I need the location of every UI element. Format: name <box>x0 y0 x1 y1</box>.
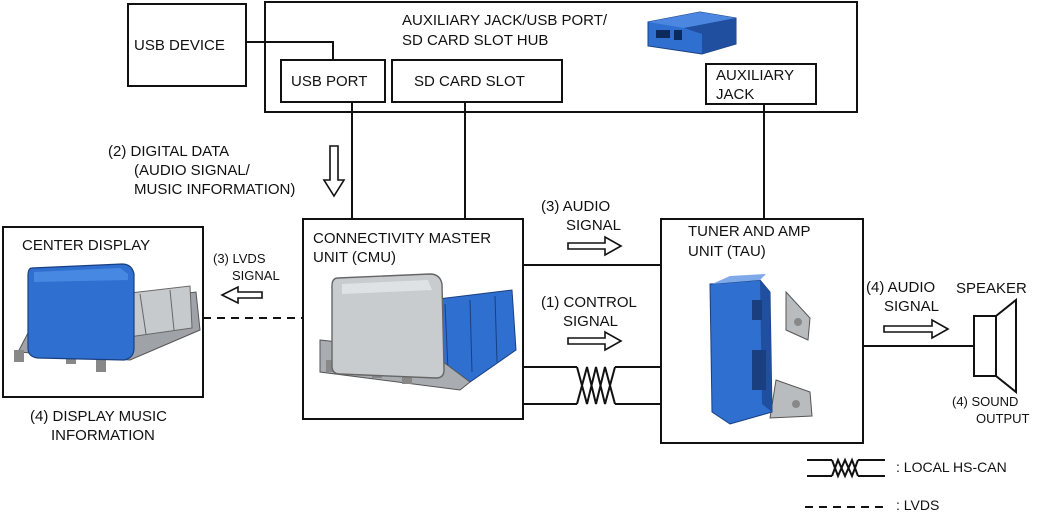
tau-box <box>660 218 864 444</box>
legend-hs-can-label: : LOCAL HS-CAN <box>896 459 1007 475</box>
lvds-signal-label-line1: (3) LVDS <box>213 251 266 266</box>
digital-data-label-line1: (2) DIGITAL DATA <box>108 143 230 160</box>
control-signal-label-line1: (1) CONTROL <box>541 294 637 311</box>
center-display-box <box>2 226 204 398</box>
aux-jack-label-line2: JACK <box>716 86 755 103</box>
cmu-title-line1: CONNECTIVITY MASTER <box>313 230 492 247</box>
aux-jack-label-line1: AUXILIARY <box>716 67 795 84</box>
center-display-caption-line1: (4) DISPLAY MUSIC <box>30 408 167 425</box>
digital-data-label-line3: MUSIC INFORMATION) <box>134 181 296 198</box>
speaker-caption-line1: (4) SOUND <box>952 394 1019 409</box>
speaker-title: SPEAKER <box>956 280 1027 297</box>
digital-data-label-line2: (AUDIO SIGNAL/ <box>134 162 250 179</box>
tau-title-line1: TUNER AND AMP <box>688 223 811 240</box>
tau-image <box>709 274 813 425</box>
speaker-icon <box>973 297 1017 395</box>
cmu-image <box>319 273 517 391</box>
cmu-title-line2: UNIT (CMU) <box>313 249 397 266</box>
usb-device-to-port-line <box>246 41 334 60</box>
center-display-image <box>14 263 201 372</box>
hub-title-line2: SD CARD SLOT HUB <box>402 32 549 49</box>
hub-title-line1: AUXILIARY JACK/USB PORT/ <box>402 12 608 29</box>
tau-title-line2: UNIT (TAU) <box>688 243 766 260</box>
lvds-left-arrow <box>220 285 263 305</box>
legend <box>805 457 885 508</box>
sd-card-slot-label: SD CARD SLOT <box>414 73 525 90</box>
control-signal-label-line2: SIGNAL <box>563 313 619 330</box>
usb-device-box <box>127 3 247 87</box>
legend-lvds-label: : LVDS <box>896 497 940 513</box>
audio-signal-4-label-line1: (4) AUDIO <box>866 279 936 296</box>
speaker-caption-line2: OUTPUT <box>976 411 1030 426</box>
lvds-signal-label-line2: SIGNAL <box>232 268 280 283</box>
sd-card-slot-box <box>391 59 563 103</box>
audio-signal-3-label-line1: (3) AUDIO <box>541 198 611 215</box>
tau-audio-right-arrow <box>883 318 950 340</box>
audio-signal-3-label-line2: SIGNAL <box>566 217 622 234</box>
hub-box <box>264 1 858 113</box>
aux-jack-box <box>705 63 817 105</box>
hs-can-twisted-pair <box>523 366 661 405</box>
center-display-caption-line2: INFORMATION <box>51 427 155 444</box>
usb-device-label: USB DEVICE <box>134 37 225 54</box>
audio-signal-4-label-line2: SIGNAL <box>884 298 940 315</box>
audio-signal-right-arrow <box>567 235 623 257</box>
usb-port-label: USB PORT <box>291 73 368 90</box>
control-signal-right-arrow <box>567 330 623 352</box>
digital-data-down-arrow <box>322 145 346 198</box>
center-display-title: CENTER DISPLAY <box>22 237 151 254</box>
hub-component-image <box>647 11 737 55</box>
